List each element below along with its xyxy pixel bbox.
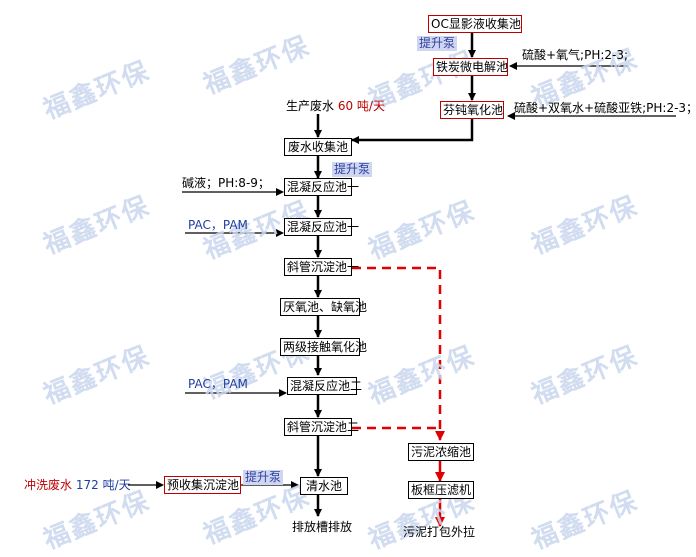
discharge-label: 排放槽排放 bbox=[292, 520, 353, 534]
acid-peroxide-dosing-label: 硫酸+双氧水+硫酸亚铁;PH:2-3； bbox=[514, 101, 696, 115]
lift-pump-label: 提升泵 bbox=[417, 36, 458, 51]
sludge-thickening-pool: 污泥浓缩池 bbox=[408, 443, 474, 461]
coagulation-pool-1a: 混凝反应池一 bbox=[284, 178, 359, 196]
fe-c-electrolysis-pool: 铁炭微电解池 bbox=[433, 58, 508, 76]
inclined-settling-pool-2: 斜管沉淀池二 bbox=[284, 418, 359, 436]
production-wastewater-amount: 60 吨/天 bbox=[337, 99, 385, 113]
oc-collection-pool: OC显影液收集池 bbox=[428, 15, 522, 33]
coagulation-pool-1b: 混凝反应池一 bbox=[284, 218, 359, 236]
pre-collection-settling-pool: 预收集沉淀池 bbox=[164, 476, 241, 494]
production-wastewater-label: 生产废水 60 吨/天 bbox=[286, 99, 385, 113]
anaerobic-anoxic-pool: 厌氧池、缺氧池 bbox=[280, 298, 367, 316]
lift-pump-label: 提升泵 bbox=[332, 162, 373, 177]
plate-frame-filter-press: 板框压滤机 bbox=[408, 481, 474, 499]
pac-pam-dosing-label-2: PAC，PAM bbox=[188, 377, 248, 391]
wastewater-collection-pool: 废水收集池 bbox=[284, 138, 352, 156]
production-wastewater-text: 生产废水 bbox=[286, 99, 335, 113]
rinse-wastewater-text: 冲洗废水 bbox=[24, 478, 73, 492]
flow-diagram bbox=[128, 30, 676, 527]
acid-oxygen-dosing-label: 硫酸+氧气;PH:2-3; bbox=[522, 48, 629, 62]
pac-pam-dosing-label-1: PAC，PAM bbox=[188, 218, 248, 232]
two-stage-contact-oxidation-pool: 两级接触氧化池 bbox=[280, 338, 367, 356]
rinse-wastewater-amount: 172 吨/天 bbox=[75, 478, 131, 492]
flow-fenton-to-collect bbox=[351, 118, 474, 144]
coagulation-pool-2: 混凝反应池二 bbox=[287, 377, 362, 395]
rinse-wastewater-label: 冲洗废水 172 吨/天 bbox=[24, 478, 131, 492]
sludge-outbound-label: 污泥打包外拉 bbox=[403, 525, 476, 539]
sludge-line-1 bbox=[352, 266, 445, 441]
inclined-settling-pool-1: 斜管沉淀池一 bbox=[284, 258, 359, 276]
fenton-oxidation-pool: 芬钝氧化池 bbox=[440, 101, 504, 119]
clear-water-pool: 清水池 bbox=[300, 477, 348, 495]
alkali-dosing-label: 碱液；PH:8-9； bbox=[182, 176, 270, 190]
lift-pump-label: 提升泵 bbox=[243, 470, 284, 485]
